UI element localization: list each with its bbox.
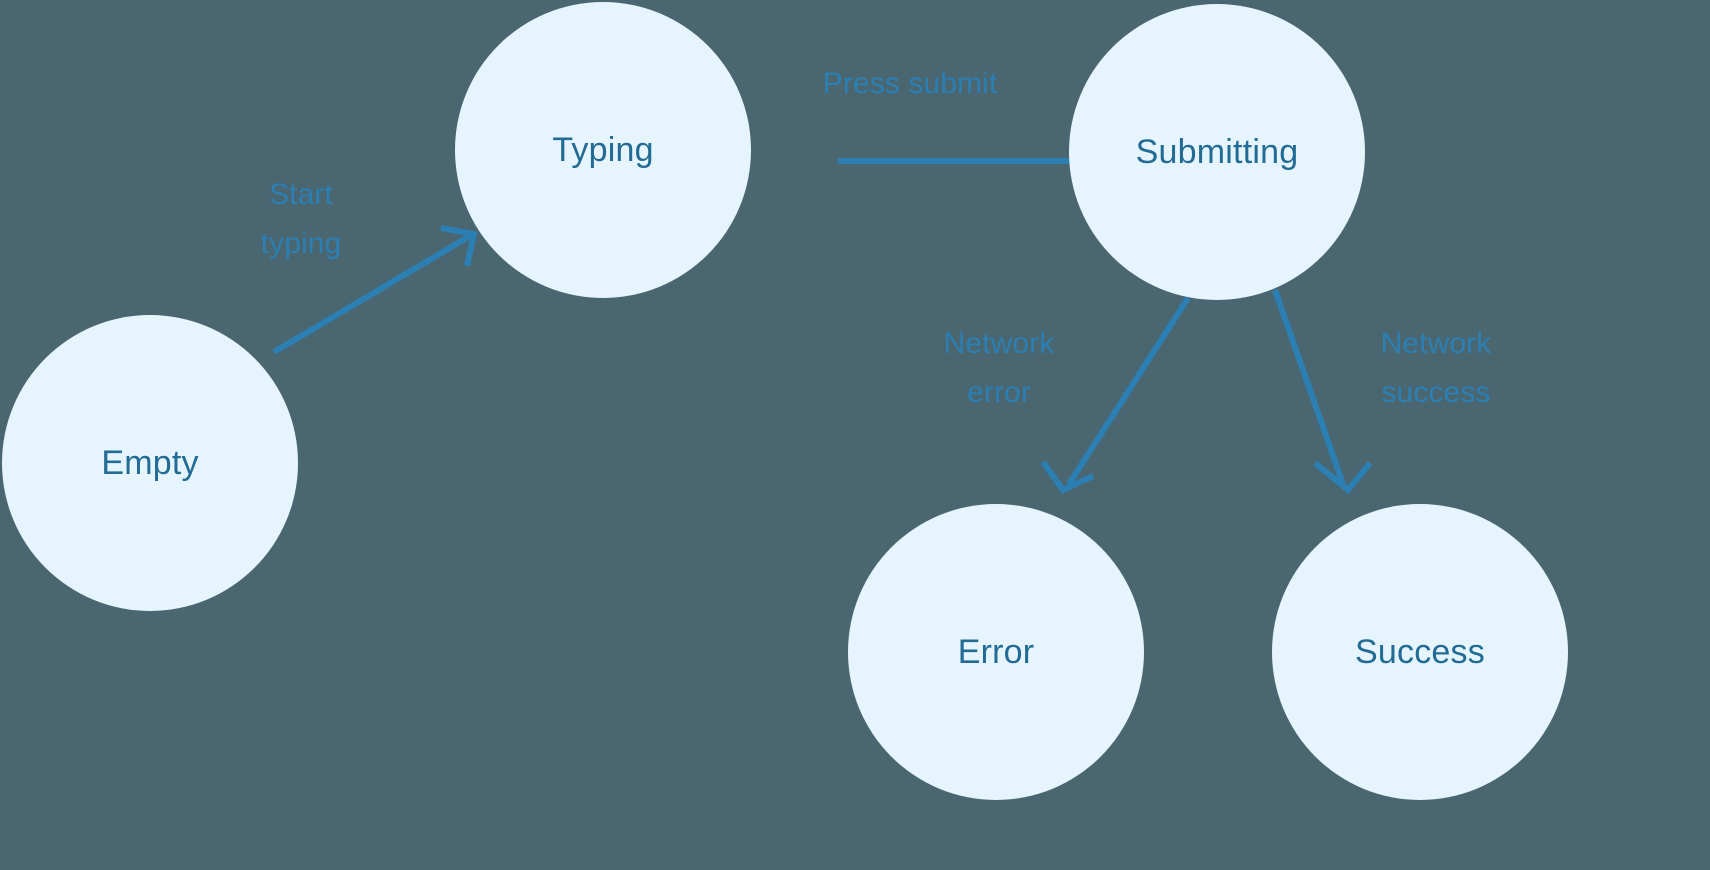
node-empty[interactable]: Empty [2,315,298,611]
edge-label-network-error: Network error [943,327,1055,409]
node-submitting[interactable]: Submitting [1069,4,1365,300]
edge-label-press-submit: Press submit [822,67,998,100]
node-error-label: Error [957,633,1035,671]
node-typing-label: Typing [552,131,654,169]
node-empty-label: Empty [101,444,199,482]
node-error[interactable]: Error [848,504,1144,800]
node-success-label: Success [1355,633,1485,671]
edge-label-start-typing: Start typing [260,178,342,260]
node-submitting-label: Submitting [1135,133,1299,171]
node-success[interactable]: Success [1272,504,1568,800]
node-typing[interactable]: Typing [455,2,751,298]
edge-label-network-success: Network success [1380,327,1492,409]
